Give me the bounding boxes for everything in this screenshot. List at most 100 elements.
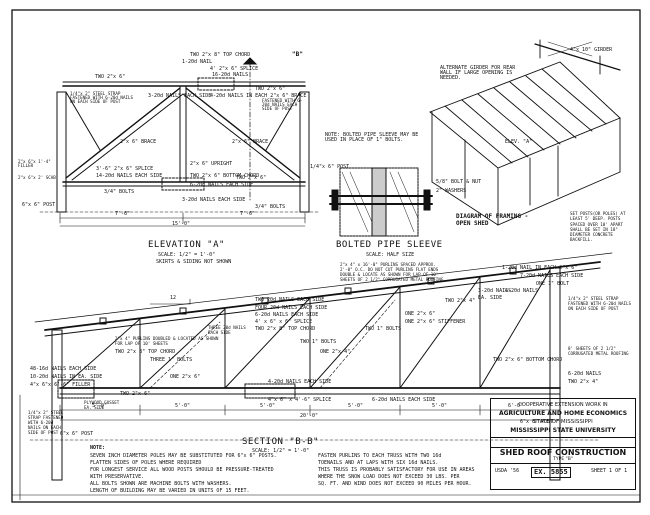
sec-three-1-bolts: THREE 1" BOLTS — [150, 357, 193, 363]
sec-filler-left: 4"x 6"x 6'-6" FILLER — [30, 382, 91, 388]
note-left-5: ALL BOLTS SHOWN ARE MACHINE BOLTS WITH W… — [90, 481, 232, 487]
sec-dim-total: 20'-0" — [300, 413, 319, 419]
section-bb-truss — [19, 252, 613, 501]
elev-nails-top-splice: 16-20d NAILS — [212, 72, 249, 78]
sec-stiffener: ONE 2"x 6" STIFFENER — [405, 319, 466, 325]
sec-two-2x8-chord: TWO 2"x 8" TOP CHORD — [115, 349, 176, 355]
elevation-a-truss — [39, 57, 321, 227]
title-block-agency: COOPERATIVE EXTENSION WORK IN AGRICULTUR… — [491, 399, 635, 438]
sec-two-1-bolts-2: TWO 1" BOLTS — [300, 339, 337, 345]
pipe-sleeve-detail — [329, 167, 433, 237]
title-block: COOPERATIVE EXTENSION WORK IN AGRICULTUR… — [490, 398, 636, 490]
title-block-spacer — [491, 437, 635, 448]
elev-top-chord: TWO 2"x 8" TOP CHORD — [190, 52, 251, 58]
elev-two-2x6-mid: TWO 2"x 6" — [236, 175, 267, 181]
sec-splice-bottom: 4"x 6" x 4'-6" SPLICE — [268, 397, 332, 403]
note-right-5: SQ. FT. AND WIND DOES NOT EXCEED 90 MILE… — [318, 481, 472, 487]
elev-post-left: 6"x 6" POST — [22, 202, 56, 208]
tb-type: TYPE "B" — [553, 457, 573, 462]
elev-filler: 2"x 6"x 1'-4" FILLER — [18, 159, 51, 169]
framing-girder: 4"x 10" GIRDER — [570, 47, 613, 53]
elevation-note: SKIRTS & SIDING NOT SHOWN — [156, 259, 232, 265]
sec-ea-side: EA. SIDE — [478, 295, 503, 301]
framing-title: DIAGRAM OF FRAMING - OPEN SHED — [456, 213, 529, 228]
section-title: SECTION "B-B" — [242, 437, 319, 447]
sec-steel-strap-left: 1/4"x 2" STEEL STRAP FASTENED WITH 6-20d… — [28, 410, 64, 436]
elev-nails-each-side: 3-20d NAILS EACH SIDE — [148, 93, 212, 99]
sec-dim-6: 6'-0" — [508, 403, 524, 409]
elev-dim-right: 7'-6" — [240, 211, 256, 217]
sec-two-2x4: TWO 2"x 4" — [445, 298, 476, 304]
sec-one-2x4: ONE 2"x 4" — [320, 349, 351, 355]
sec-corrugated: 8' SHEETS OF 2 1/2" CORRUGATED METAL ROO… — [568, 346, 629, 357]
pipe-sleeve-bolt: 5/8" BOLT & NUT — [436, 179, 482, 185]
section-scale: SCALE: 1/2" = 1'-0" — [252, 448, 310, 454]
tb-drawing-title: SHED ROOF CONSTRUCTION — [499, 448, 627, 457]
sec-four-20d: FOUR 20d NAILS EACH SIDE — [255, 305, 328, 311]
tb-plan-no: EX. 5855 — [531, 467, 571, 478]
elev-bottom-chord: TWO 2"x 6" BOTTOM CHORD — [190, 173, 260, 179]
note-right-1: FASTEN PURLINS TO EACH TRUSS WITH TWO 16… — [318, 453, 442, 459]
elev-two-2x6-right: TWO 2"x 6" — [255, 86, 286, 92]
pipe-sleeve-title: BOLTED PIPE SLEEVE — [336, 240, 443, 250]
sheet-border — [11, 9, 641, 503]
sec-two-1-bolts: TWO 1" BOLTS — [365, 326, 402, 332]
sec-splice: 4' x 6" x 6" SPLICE — [255, 319, 313, 325]
sec-one-2x6: ONE 2"x 6" — [405, 311, 436, 317]
sec-post-mid: 6"x 6" POST — [520, 419, 554, 425]
sec-dim-1: 5'-0" — [92, 403, 108, 409]
title-block-numbers: USDA '56 EX. 5855 SHEET 1 OF 1 — [491, 463, 635, 489]
sec-six-20d: 6-20d NAILS EACH SIDE — [255, 312, 319, 318]
elev-post-right: 1/4"x 6" POST — [310, 164, 350, 170]
tb-coop-line3: STATE OF MISSISSIPPI — [533, 419, 593, 425]
sec-two-2x6-bottom: TWO 2"x 6" BOTTOM CHORD — [493, 357, 563, 363]
sec-nails-6-ea: 6-20d NAILS EACH SIDE — [372, 397, 436, 403]
note-right-2: TOENAILS AND AT LAPS WITH SIX 16d NAILS. — [318, 460, 439, 466]
note-left-2: FLATTEN SIDES OF POLES WHERE REQUIRED — [90, 460, 202, 466]
elev-steel-strap: 1/4"x 2" STEEL STRAP FASTENED WITH 6-20d… — [70, 91, 134, 105]
sec-rafter-nails: 1-20d NAIL IN EACH 2"x 6" — [502, 265, 578, 271]
elevation-scale: SCALE: 1/2" = 1'-0" — [158, 252, 216, 258]
note-right-3: THIS TRUSS IS PROBABLY SATISFACTORY FOR … — [318, 467, 475, 473]
sec-two-20d: TWO 20d NAILS EACH SIDE — [255, 297, 325, 303]
elev-bolts-left: 3/4" BOLTS — [104, 189, 135, 195]
elev-dim-left: 7'-6" — [115, 211, 131, 217]
note-right-4: WHERE THE SNOW LOAD DOES NOT EXCEED 30 L… — [318, 474, 460, 480]
sec-nails-3: 3-20d NAILS — [478, 288, 512, 294]
tb-university: MISSISSIPPI STATE UNIVERSITY — [510, 427, 616, 434]
sec-nails-48: 48-16d NAILS EACH SIDE — [30, 366, 97, 372]
framing-diagram — [429, 39, 621, 226]
sec-dim-2: 5'-0" — [175, 403, 191, 409]
sec-nails-7: 7-20d NAILS EACH SIDE — [520, 273, 584, 279]
elev-section-mark: "B" — [292, 51, 303, 58]
section-left-post — [51, 329, 63, 481]
elev-brace-right: 2"x 6" BRACE — [232, 139, 269, 145]
note-left-3: FOR LONGEST SERVICE ALL WOOD POSTS SHOUL… — [90, 467, 274, 473]
tb-sheet: SHEET 1 OF 1 — [591, 468, 628, 474]
elev-nails-brace: 4-20d NAILS IN EACH 2"x 6" BRACE — [210, 93, 307, 99]
sec-slope: 12 — [170, 295, 177, 301]
sec-purlin-double: 2"x 4" PURLINS DOUBLED & LOCATED AS SHOW… — [115, 336, 219, 347]
elev-two-2x6-left: TWO 2"x 6" — [95, 74, 126, 80]
elev-brace-left: 2"x 6" BRACE — [120, 139, 157, 145]
tb-coop-line1: COOPERATIVE EXTENSION WORK IN — [518, 402, 608, 408]
sec-plywood-gusset: PLYWOOD GUSSET EA. SIDE — [84, 400, 120, 411]
sec-dim-4: 5'-0" — [348, 403, 364, 409]
note-left-6: LENGTH OF BUILDING MAY BE VARIED IN UNIT… — [90, 488, 250, 494]
note-left-1: SEVEN INCH DIAMETER POLES MAY BE SUBSTIT… — [90, 453, 277, 459]
elev-scab: 2"x 6"x 2' SCAB — [18, 175, 56, 180]
sec-two-2x4-vert: TWO 2"x 4" — [568, 379, 599, 385]
section-right-post — [549, 267, 561, 481]
framing-girder-note: ALTERNATE GIRDER FOR REAR WALL IF LARGE … — [440, 65, 516, 81]
note-left-4: WITH PRESERVATIVE. — [90, 474, 145, 480]
pipe-sleeve-washers: 2" WASHERS — [436, 188, 467, 194]
notes-heading: NOTE: — [90, 445, 106, 451]
tb-coop-line2: AGRICULTURE AND HOME ECONOMICS — [498, 410, 628, 417]
sec-steel-strap-right: 1/4"x 2" STEEL STRAP FASTENED WITH 6-20d… — [568, 296, 632, 312]
sec-two-2x8-top: TWO 2"x 8" TOP CHORD — [255, 326, 316, 332]
elev-dim-total: 15'-0" — [172, 221, 191, 227]
elev-nails-1: 1-20d NAIL — [182, 59, 213, 65]
elev-nails-splice: 14-20d NAILS EACH SIDE — [96, 173, 163, 179]
sec-three-20d: THREE 20d NAILS EACH SIDE — [208, 325, 246, 336]
